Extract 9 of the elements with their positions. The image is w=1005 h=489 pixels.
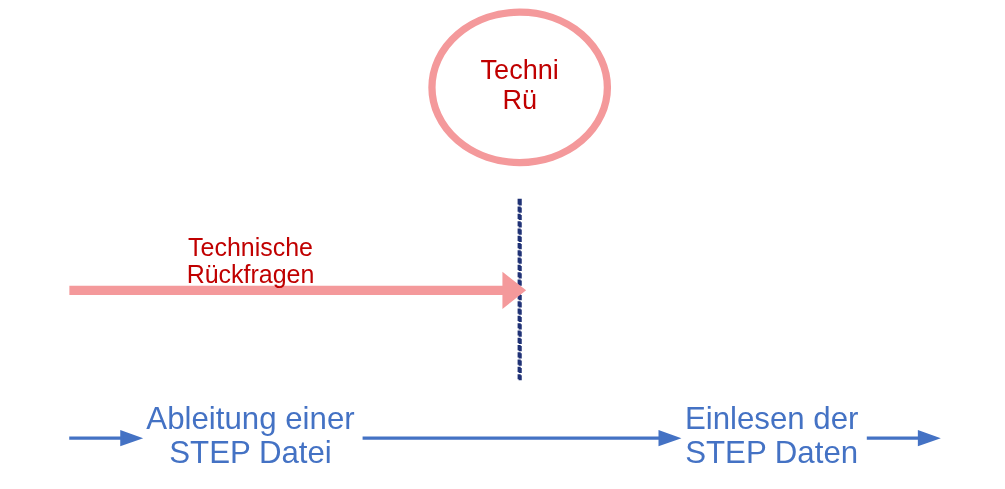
node-text: Einlesen der STEP Daten [684, 400, 859, 471]
node-ellipse: Techni Rü [428, 8, 612, 167]
node-bar [517, 198, 522, 382]
arrow [866, 430, 941, 447]
arrow [69, 430, 144, 447]
arrow [362, 430, 682, 447]
edge-label: Technische Rückfragen [186, 233, 315, 289]
node-text: Ableitung einer STEP Datei [146, 400, 355, 471]
arrow [69, 271, 527, 309]
